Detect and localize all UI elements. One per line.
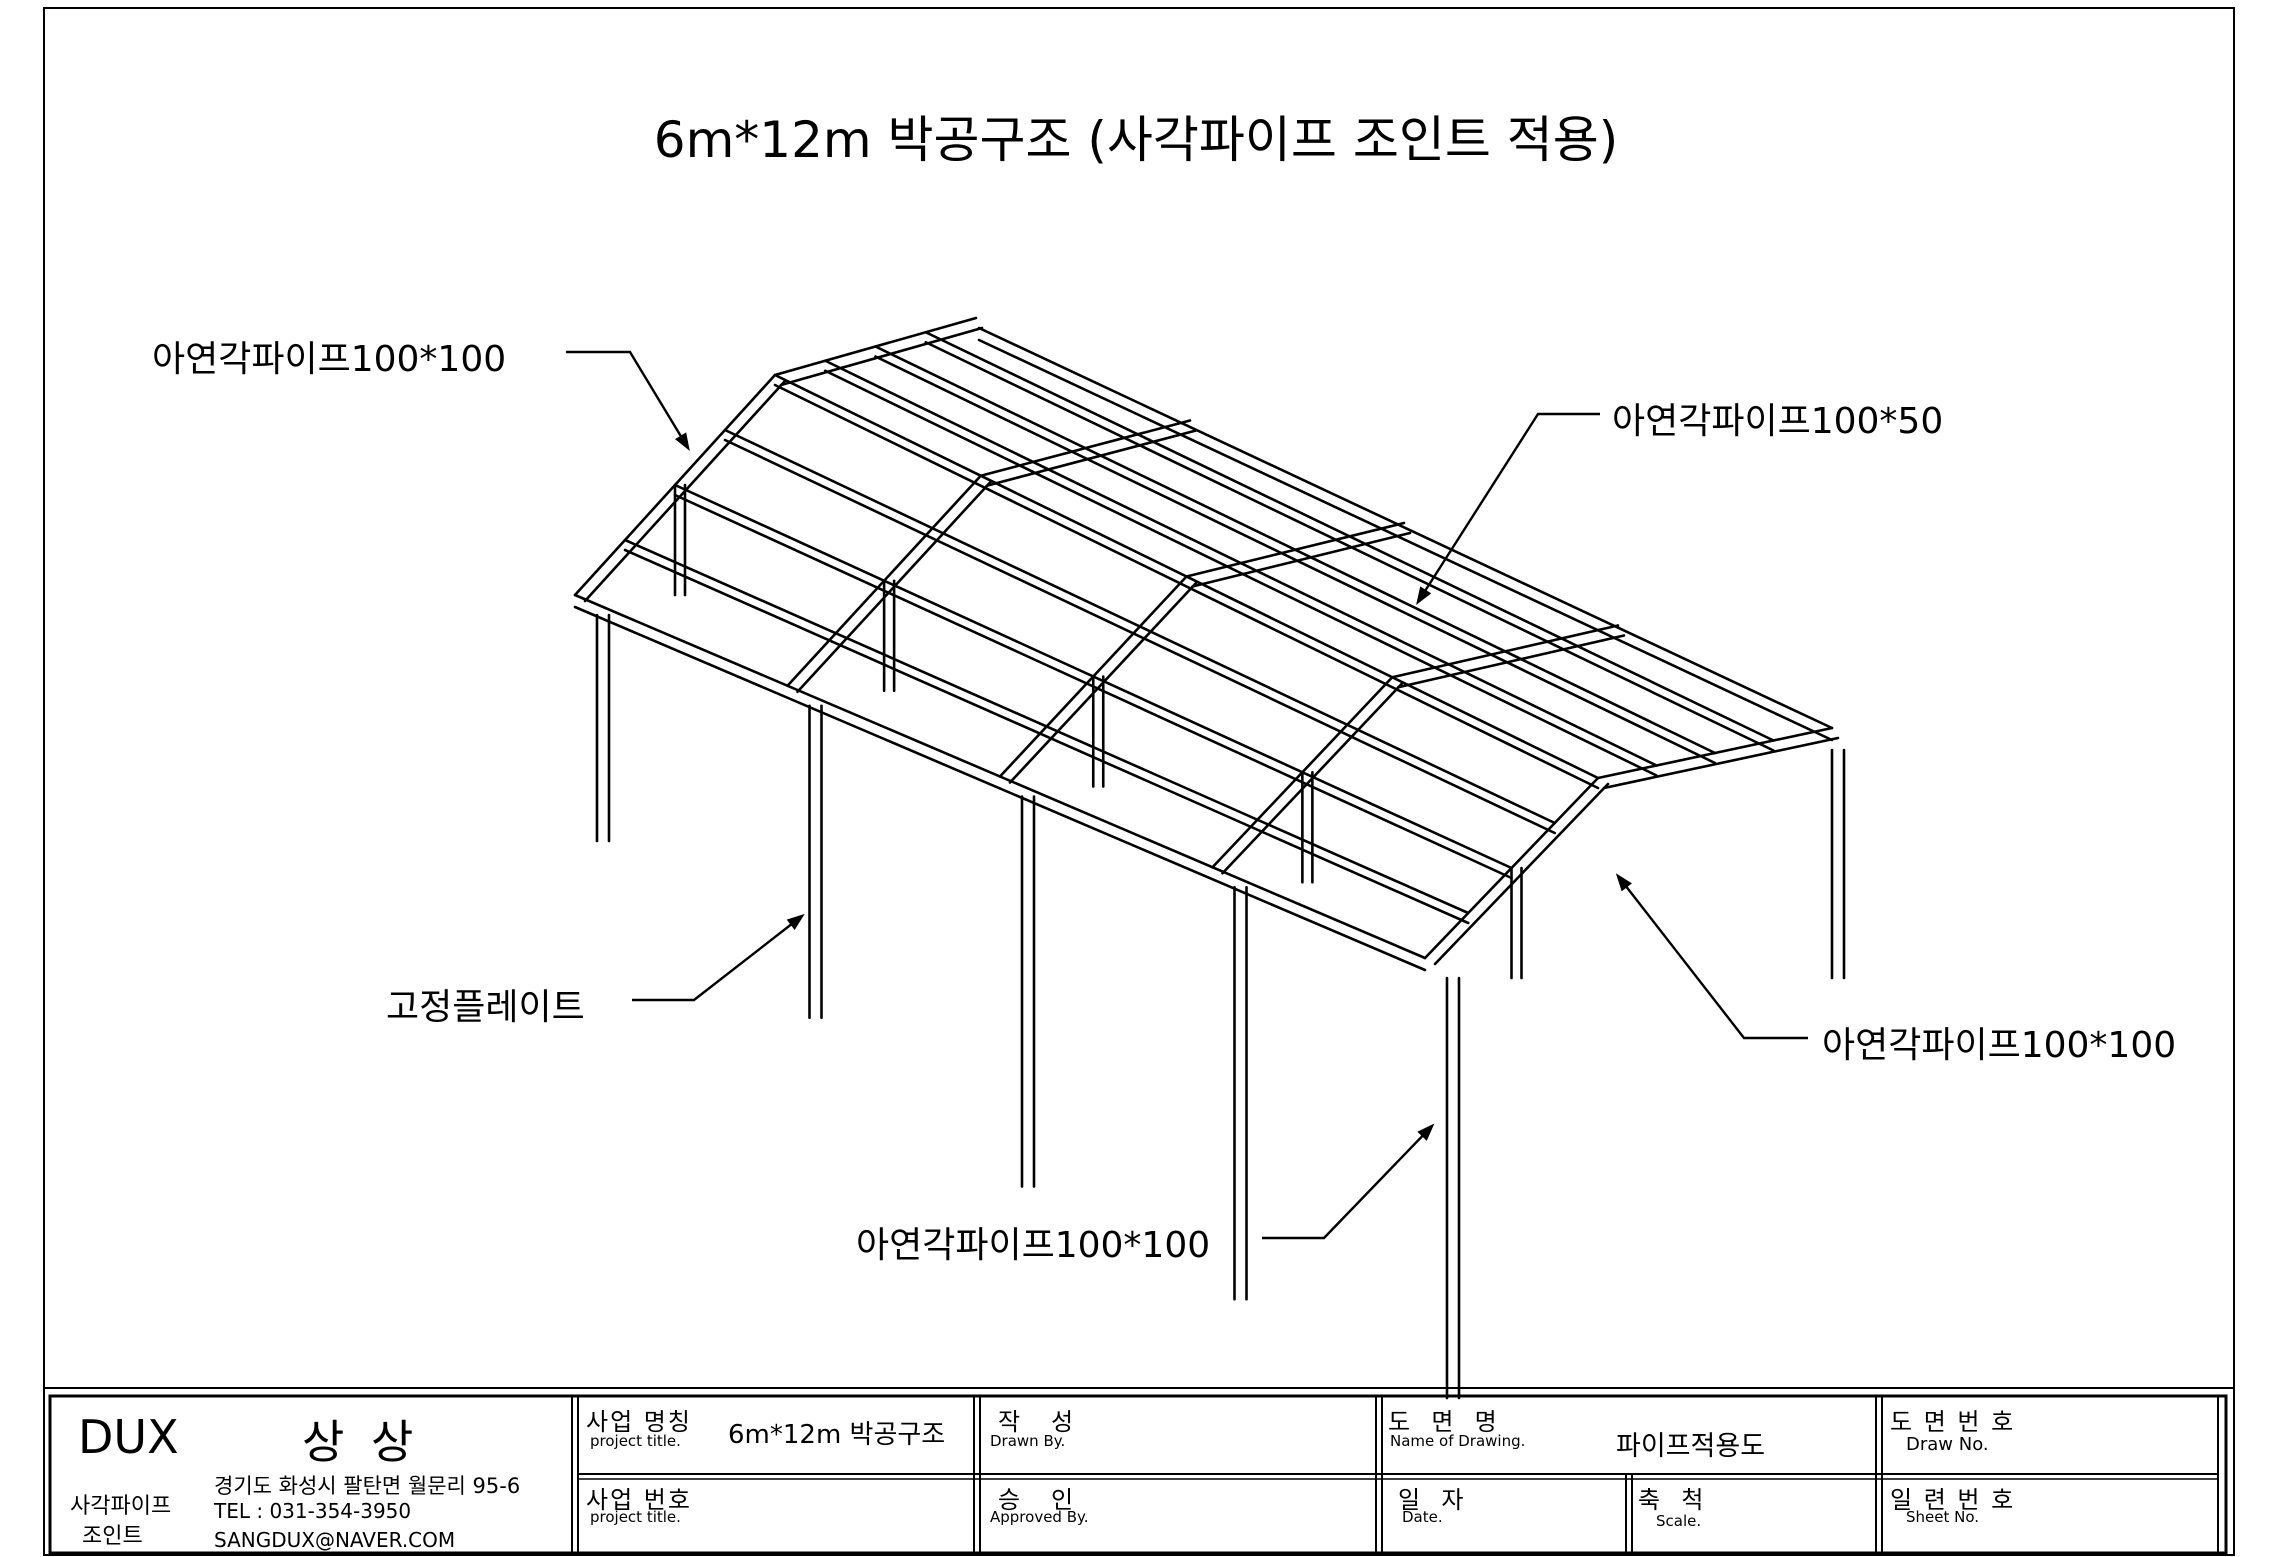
rafter-back: [1602, 736, 1840, 790]
purlin-front: [623, 548, 1470, 925]
leader-top-right-arrowhead: [1416, 586, 1432, 605]
rafter-back: [1396, 634, 1626, 689]
purlin-back: [823, 369, 1658, 777]
leader-top-right: [1416, 412, 1600, 603]
eave-beam-back: [977, 326, 1834, 730]
eave-beam-front: [573, 605, 1427, 972]
purlin-front: [623, 538, 1470, 915]
eave-beam-back: [977, 338, 1834, 742]
leader-fixing-plate: [632, 915, 803, 1002]
purlin-front: [673, 493, 1513, 880]
callout-right-pipe-label: 아연각파이프100*100: [1822, 1025, 2177, 1066]
leader-fixing-plate-arrowhead: [786, 913, 805, 930]
callout-bottom-pipe-label: 아연각파이프100*100: [856, 1225, 1211, 1266]
purlin-back: [924, 340, 1775, 752]
leader-right: [1617, 875, 1808, 1040]
purlin-back: [823, 359, 1658, 767]
rafter-back: [779, 326, 984, 387]
purlin-back: [924, 330, 1775, 742]
purlin-front: [673, 483, 1513, 870]
rafter-back: [985, 429, 1198, 488]
callout-fixing-plate-label: 고정플레이트: [386, 987, 585, 1028]
rafter-back: [1191, 531, 1412, 588]
ridge-beam: [773, 383, 1600, 790]
drawing-title: 6m*12m 박공구조 (사각파이프 조인트 적용): [653, 111, 1619, 169]
leader-top-left-arrowhead: [675, 432, 690, 451]
purlin-back: [874, 345, 1717, 755]
purlin-back: [874, 355, 1717, 765]
leader-bottom-arrowhead: [1417, 1123, 1435, 1141]
leader-right-arrowhead: [1615, 873, 1632, 892]
purlin-front: [723, 438, 1557, 835]
purlin-front: [723, 428, 1557, 825]
callout-top-right-pipe-label: 아연각파이프100*50: [1612, 401, 1944, 442]
leader-bottom: [1262, 1125, 1433, 1240]
callout-top-left-pipe-label: 아연각파이프100*100: [152, 339, 507, 380]
leader-top-left: [566, 350, 690, 449]
